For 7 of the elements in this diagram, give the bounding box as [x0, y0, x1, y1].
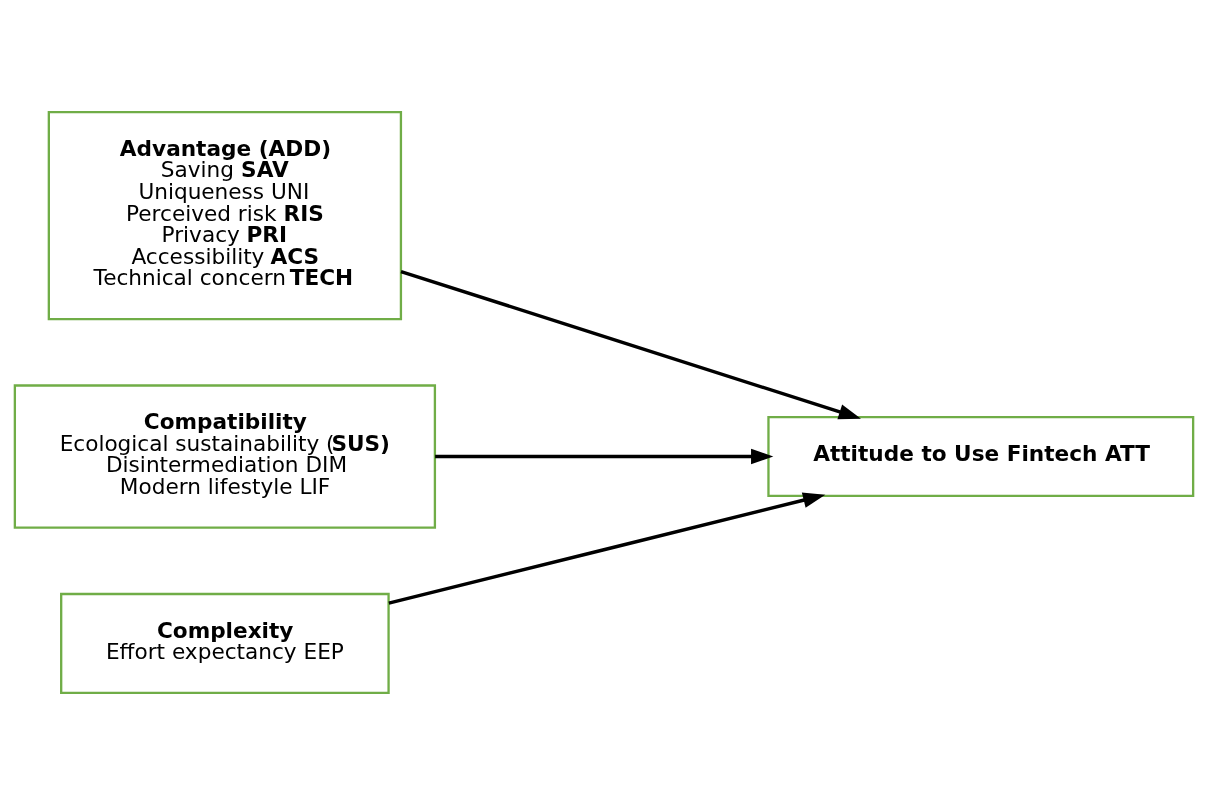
node-box: Compatibility Ecological sustainability (SUS) Disintermediation DIM Modern lifestyle LIF: [13, 384, 437, 529]
node-box: Advantage (ADD) Saving SAV Uniqueness UNI Perceived risk RIS Privacy PRI Accessibility ACS Technical concern TECH: [47, 111, 403, 321]
node-box: Attitude to Use Fintech ATT: [767, 416, 1195, 498]
arrow: [388, 492, 826, 605]
arrow: [400, 269, 861, 420]
arrow: [435, 448, 774, 465]
node-box: Complexity Effort expectancy EEP: [60, 592, 390, 694]
